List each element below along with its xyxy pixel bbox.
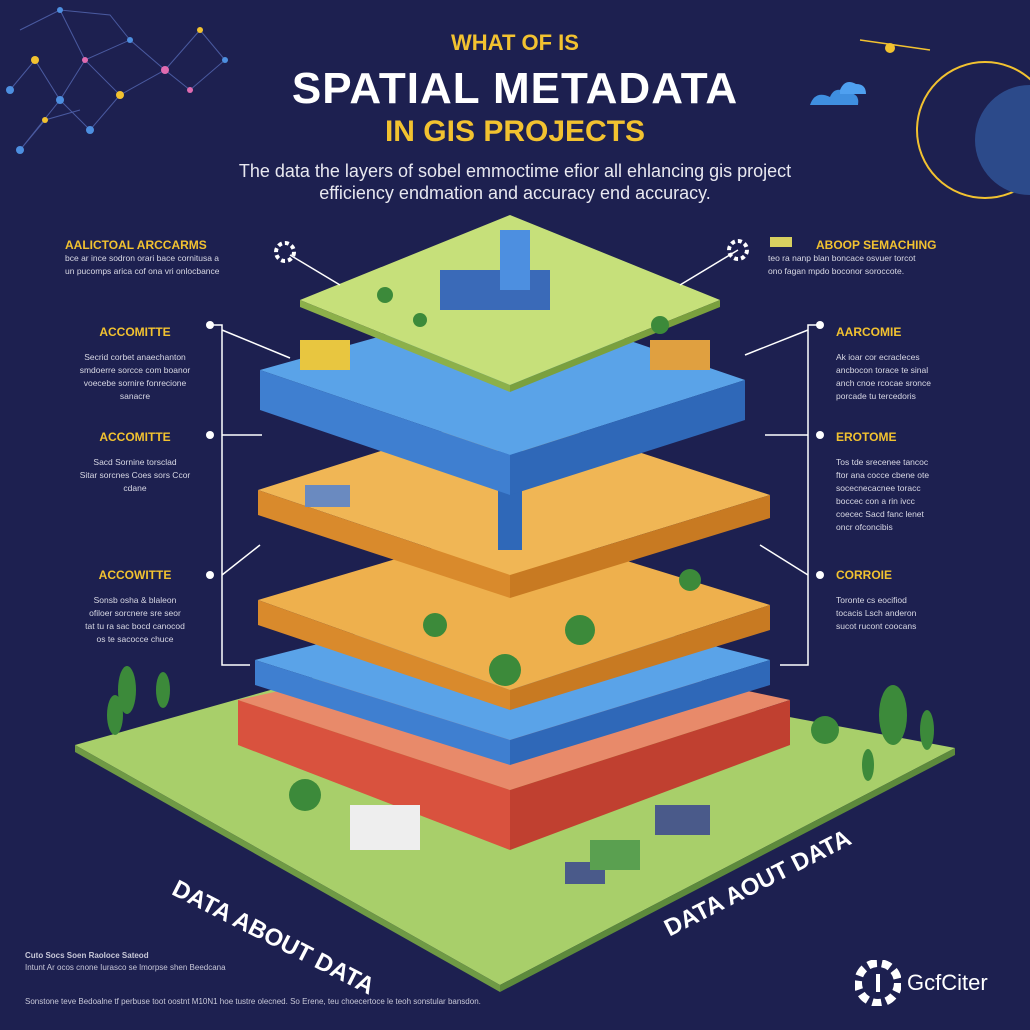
brand-name: GcfCiter [907, 970, 988, 995]
trees [107, 287, 934, 811]
callout-label: ACCOMITTE [99, 325, 171, 339]
callout-text: teo ra nanp blan boncace osvuer torcot [768, 253, 916, 263]
callout-text: Ak ioar cor ecracleces [836, 352, 920, 362]
description-line: The data the layers of sobel emmoctime e… [238, 161, 792, 181]
callout-text: tocacis Lsch anderon [836, 608, 917, 618]
callout-text: Sitar sorcnes Coes sors Ccor [79, 470, 191, 480]
callout-text: ono fagan mpdo boconor soroccote. [768, 266, 905, 276]
header-kicker: WHAT OF IS [451, 30, 579, 55]
callout-text: boccec con a rin ivcc [836, 496, 915, 506]
callout-right-2: AARCOMIE Ak ioar cor ecracleces ancbocon… [836, 325, 976, 403]
callout-text: sanacre [119, 391, 151, 401]
callout-left-2: ACCOMITTE Secrid corbet anaechanton smdo… [65, 325, 205, 403]
page-subtitle: IN GIS PROJECTS [384, 115, 646, 148]
description-line: efficiency endmation and accuracy end ac… [319, 183, 711, 203]
callout-text: ftor ana cocce cbene ote [836, 470, 930, 480]
callout-text: smdoerre sorcce com boanor [79, 365, 191, 375]
callout-text: bce ar ince sodron orari bace cornitusa … [65, 253, 220, 263]
map-features [300, 230, 710, 884]
callout-right-3: EROTOME Tos tde srecenee tancoc ftor ana… [836, 430, 976, 534]
callout-left-4: ACCOWITTE Sonsb osha & blaleon ofiloer s… [65, 568, 205, 646]
callout-text: ancbocon torace te sinal [836, 365, 929, 375]
callout-text: coecec Sacd fanc lenet [836, 509, 924, 519]
brand-logo: GcfCiter [855, 960, 988, 1006]
callout-label: AARCOMIE [836, 325, 902, 339]
callout-text: Toronte cs eocifiod [836, 595, 907, 605]
callout-label: ACCOMITTE [99, 430, 171, 444]
callout-text: Tos tde srecenee tancoc [836, 457, 929, 467]
callout-label: CORROIE [836, 568, 893, 582]
callout-left-1: AALICTOAL ARCCARMS bce ar ince sodron or… [65, 238, 275, 278]
callout-text: sucot rucont coocans [836, 621, 917, 631]
description: The data the layers of sobel emmoctime e… [0, 160, 1030, 204]
gear-icon [274, 239, 749, 263]
callout-label: EROTOME [836, 430, 897, 444]
callout-text: socecnecacnee toracc [836, 483, 921, 493]
footer-line: Sonstone teve Bedoalne tf perbuse toot o… [25, 997, 481, 1006]
footer-note-text: Intunt Ar ocos cnone Iurasco se lmorpse … [25, 963, 226, 972]
callout-text: un pucomps arica cof ona vri onlocbance [65, 266, 220, 276]
callout-text: Sacd Sornine torsclad [93, 457, 177, 467]
page-title: SPATIAL METADATA [291, 64, 739, 113]
network-nodes [6, 7, 228, 154]
footer-note: Cuto Socs Soen Raoloce Sateod Intunt Ar … [25, 950, 226, 974]
callout-text: Sonsb osha & blaleon [93, 595, 177, 605]
callout-left-3: ACCOMITTE Sacd Sornine torsclad Sitar so… [65, 430, 205, 495]
callout-text: anch cnoe rcocae sronce [836, 378, 931, 388]
callout-label: ABOOP SEMACHING [816, 238, 937, 252]
folder-icon [770, 237, 792, 247]
callout-text: cdane [123, 483, 147, 493]
connector-dots [206, 321, 824, 579]
callout-right-1: ABOOP SEMACHING teo ra nanp blan boncace… [768, 238, 988, 278]
callout-text: oncr ofconcibis [836, 522, 893, 532]
callout-text: tat tu ra sac bocd canocod [85, 621, 185, 631]
callout-right-4: CORROIE Toronte cs eocifiod tocacis Lsch… [836, 568, 976, 633]
callout-text: porcade tu tercedoris [836, 391, 916, 401]
footer-note-title: Cuto Socs Soen Raoloce Sateod [25, 951, 149, 960]
callout-label: ACCOWITTE [98, 568, 172, 582]
callout-text: os te sacocce chuce [96, 634, 174, 644]
callout-text: ofiloer sorcnere sre seor [89, 608, 181, 618]
callout-label: AALICTOAL ARCCARMS [65, 238, 207, 252]
callout-text: voecebe sornire fonrecione [83, 378, 187, 388]
connector-lines [210, 249, 820, 666]
callout-text: Secrid corbet anaechanton [84, 352, 186, 362]
brand-logo-icon [855, 960, 901, 1006]
